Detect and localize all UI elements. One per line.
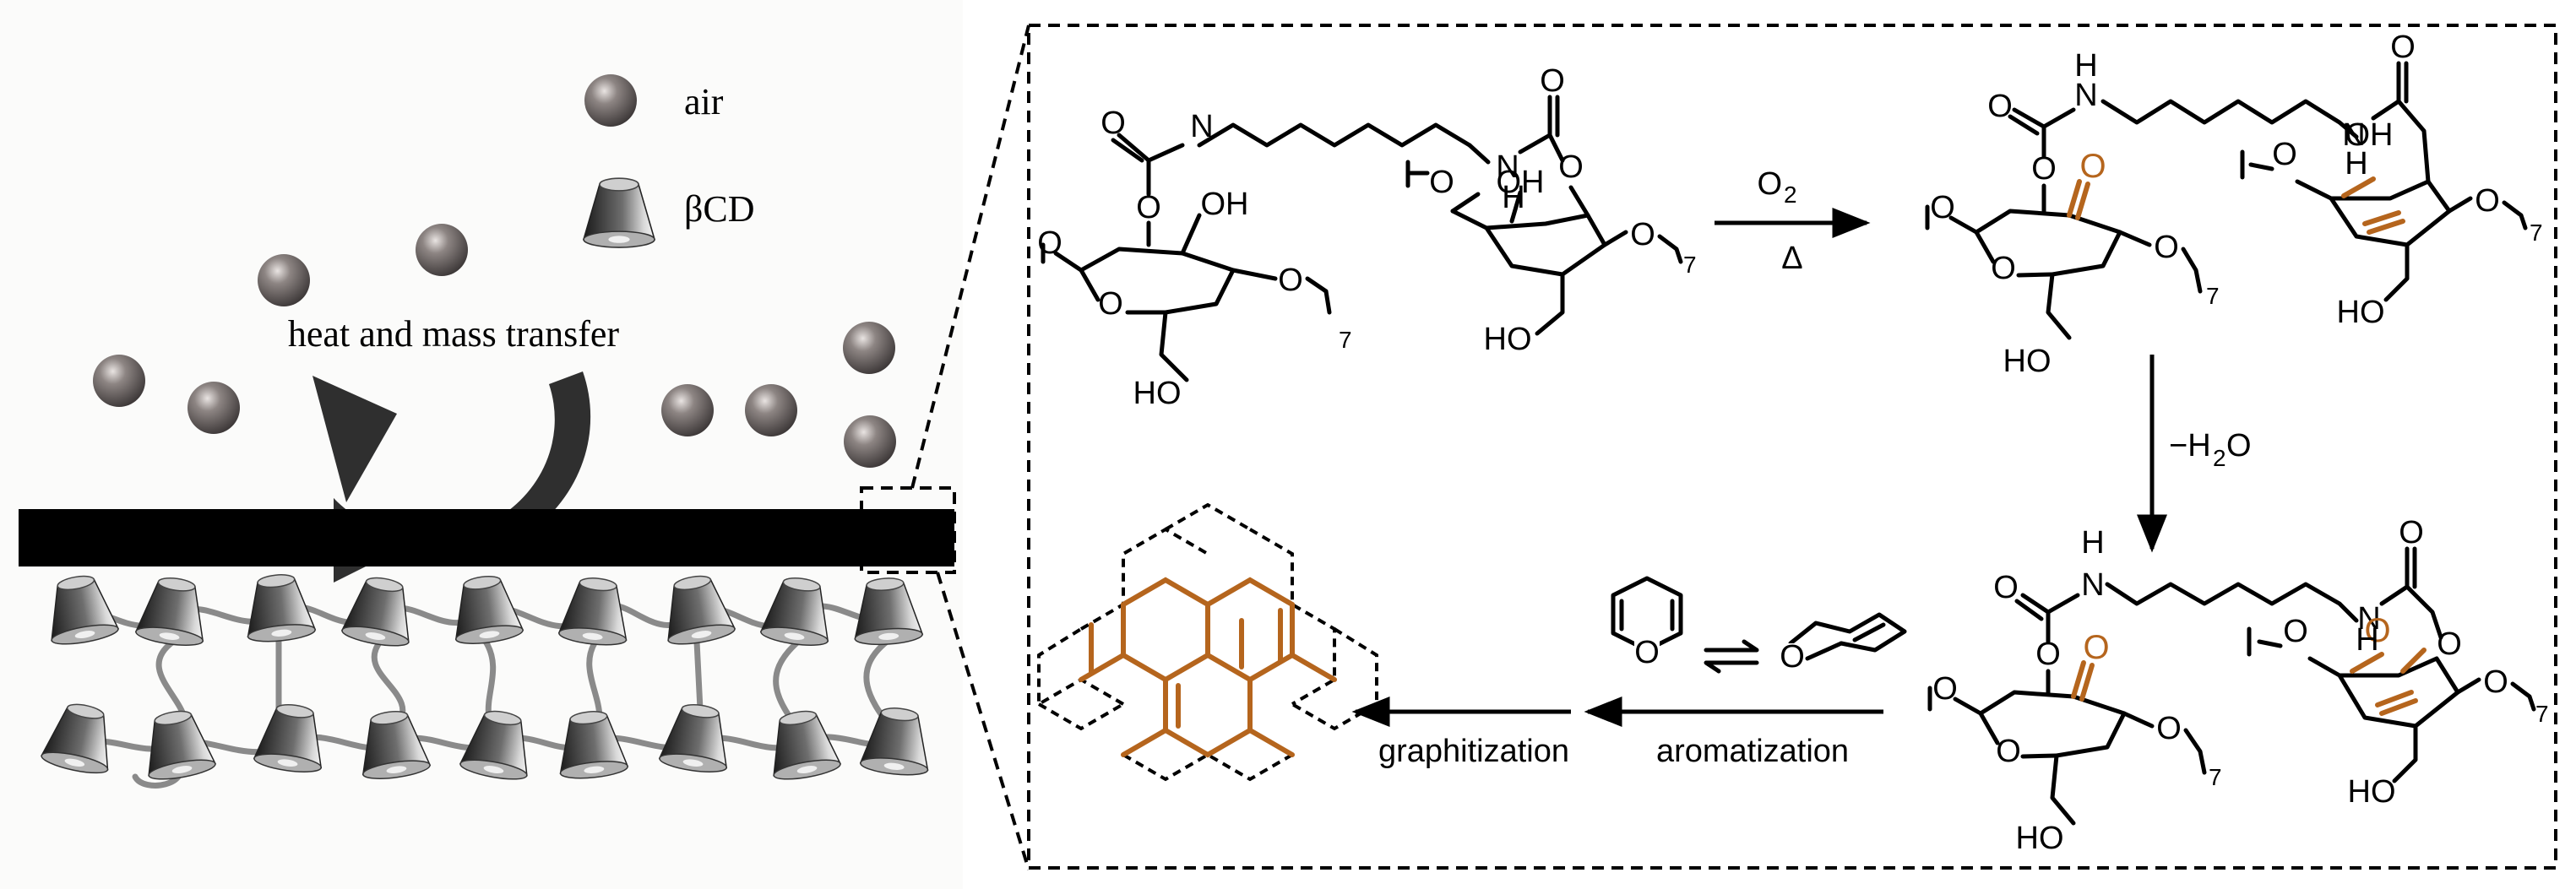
atom-o: O [1630,217,1655,252]
atom-h: H [2074,48,2097,84]
atom-o: O [2475,183,2500,219]
atom-h: H [1502,180,1524,215]
air-molecule [93,355,145,407]
atom-o: O [2283,614,2308,649]
atom-n: N [2357,601,2380,637]
repeat-index: 7 [2535,701,2549,727]
atom-oh: OH [2345,117,2394,153]
reagent-heat: Δ [1781,241,1802,276]
bcd-row-top [41,570,924,651]
zoom-region-box [860,486,956,574]
atom-ho: HO [1133,376,1182,411]
atom-o: O [2272,137,2297,172]
atom-o: O [1429,165,1454,200]
atom-o: O [1930,190,1955,225]
air-molecule [843,322,895,374]
atom-n: N [1496,149,1519,185]
air-molecule [661,384,714,436]
atom-o: O [1098,286,1123,322]
air-molecule [187,382,240,434]
air-molecule [844,415,896,468]
atom-ho: HO [1484,322,1532,357]
atom-o: O [1932,671,1958,707]
atom-o: O [1634,635,1660,670]
step-graphitization: graphitization [1351,697,1571,769]
atom-o: O [1278,263,1303,298]
air-molecule [416,224,468,276]
enol-oxygen: O [2364,612,2390,649]
pyran-ring: O [1611,576,1683,670]
step-oxidation: O 2 Δ [1715,166,1871,276]
atom-o: O [2154,230,2179,265]
reagent-h2o-suffix: O [2226,428,2252,463]
atom-o: O [1993,570,2019,605]
atom-o: O [1136,190,1161,225]
repeat-index: 7 [2206,283,2220,309]
reagent-h2o-subscript: 2 [2213,445,2226,471]
air-molecule [745,384,797,436]
atom-o: O [2031,151,2057,187]
atom-o: O [2399,515,2424,550]
reagent-o2-subscript: 2 [1784,182,1797,208]
left-panel: air βCD heat and mass transfer [0,0,1030,889]
ketone-oxygen: O [2083,629,2109,666]
graphitic-network [1037,502,1378,782]
aromatization-label: aromatization [1656,734,1849,769]
atom-o: O [1780,639,1805,675]
atom-n: N [2342,117,2365,153]
atom-ho: HO [2337,295,2385,330]
atom-o: O [1991,251,2016,286]
structure-2-oxidized: N H O O O O O 7 O HO N OH O O [1925,30,2543,379]
heat-transfer-label: heat and mass transfer [288,313,620,355]
zoom-guide-bottom [936,572,1030,870]
heat-transfer-arrowhead [312,376,397,502]
pyran-chair: O [1780,612,1907,675]
atom-o: O [2437,626,2462,662]
atom-ho: HO [2016,821,2064,856]
step-aromatization: aromatization O O [1584,576,1907,769]
atom-o: O [2156,711,2182,746]
atom-ho: HO [2003,344,2052,379]
atom-o: O [1987,89,2013,124]
structure-1-crosslinked-bcd: N O O O OH O 7 O HO N OH O O O [1037,63,1696,411]
substrate-bar [19,509,954,566]
air-legend-icon [584,74,637,127]
reagent-o2: O [1757,166,1782,202]
legend: air βCD [583,74,755,248]
atom-o: O [1558,149,1584,185]
repeat-index: 7 [1683,252,1697,278]
atom-h: H [2356,622,2378,658]
graphitization-label: graphitization [1378,734,1569,769]
atom-o: O [1101,106,1126,141]
atom-ho: HO [2348,774,2396,810]
atom-o: O [1540,63,1565,99]
atom-o: O [1996,734,2021,769]
atom-n: N [2081,567,2104,603]
air-legend-label: air [684,81,724,122]
atom-h: H [2345,146,2367,182]
atom-h: H [2081,525,2104,561]
repeat-index: 7 [2530,220,2543,246]
step-dehydration: −H 2 O [2137,355,2252,553]
atom-n: N [2074,78,2097,113]
equilibrium-arrows [1704,639,1759,674]
atom-n: N [1190,109,1213,144]
atom-o: O [2483,664,2508,700]
repeat-index: 7 [1339,327,1352,353]
structure-3-dehydrated: H N O O O O O 7 O HO N O O O H O [1927,515,2549,856]
ketone-oxygen: O [2079,148,2106,185]
bcd-legend-label: βCD [684,188,755,230]
atom-oh: OH [1201,187,1249,222]
mechanism-frame [1027,24,2557,870]
repeat-index: 7 [2209,764,2222,790]
air-molecule [258,254,310,306]
atom-o: O [2035,637,2061,672]
reagent-h2o: −H [2169,428,2211,463]
zoom-guide-top [910,24,1030,489]
air-molecules [93,224,896,468]
atom-o: O [2390,30,2416,65]
